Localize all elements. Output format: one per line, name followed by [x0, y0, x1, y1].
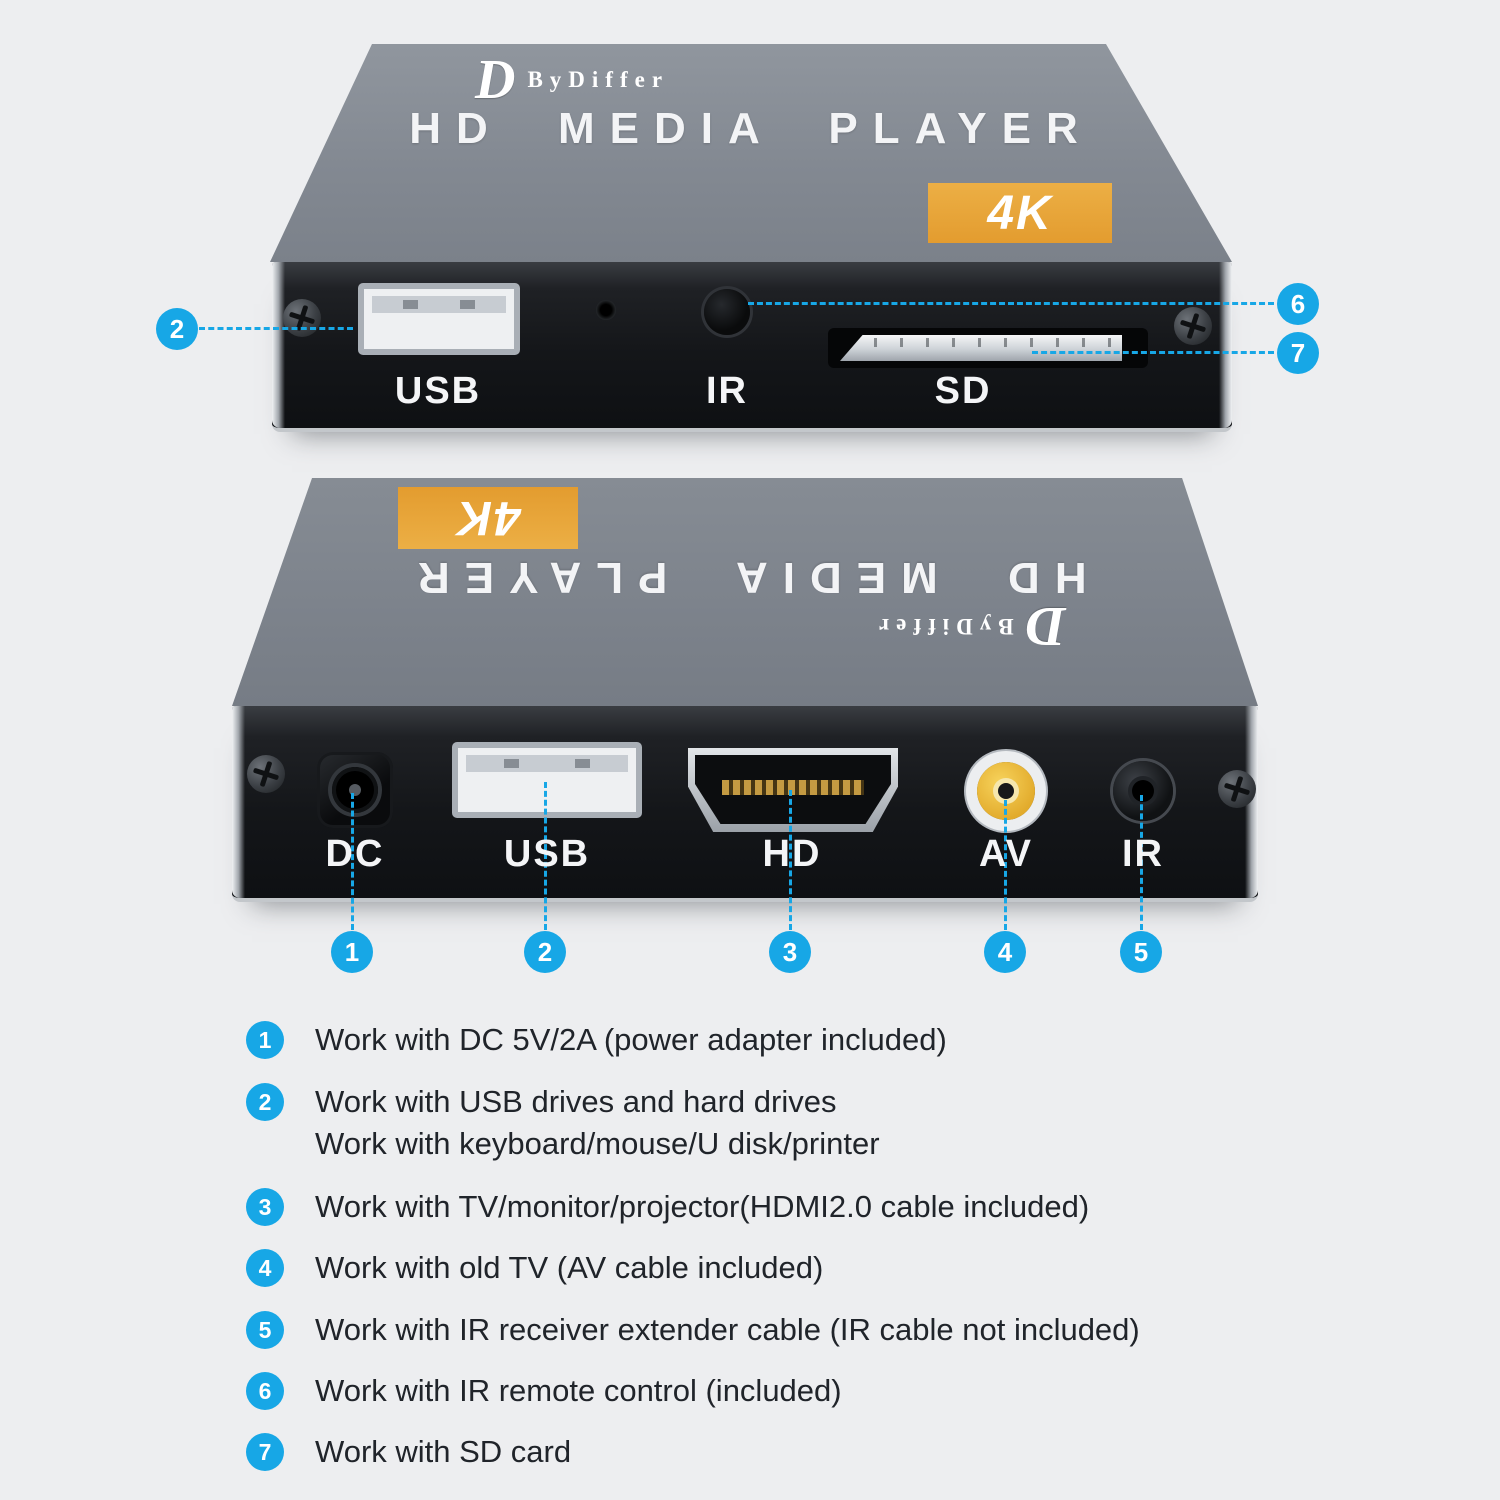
feature-text: Work with old TV (AV cable included)	[315, 1250, 824, 1285]
callout-line-sd-front	[1032, 351, 1274, 354]
av-port-hole	[998, 783, 1014, 799]
feature-text: Work with SD card	[315, 1434, 572, 1469]
device-front-face	[272, 262, 1232, 432]
feature-row: 4 Work with old TV (AV cable included)	[246, 1247, 823, 1289]
reset-pinhole	[596, 300, 616, 320]
brand-logo-icon: D	[1025, 595, 1067, 657]
sd-card	[840, 335, 1122, 361]
callout-line-usb	[544, 782, 547, 930]
brand-logo-icon: D	[475, 49, 516, 111]
callout-line-usb-front	[199, 327, 353, 330]
feature-text: Work with USB drives and hard drives	[315, 1084, 837, 1119]
device-edge-left	[232, 706, 245, 898]
device-rear-top-face: 4K HD MEDIA PLAYER D ByDiffer	[232, 478, 1258, 706]
callout-badge-1: 1	[331, 931, 373, 973]
feature-text: Work with DC 5V/2A (power adapter includ…	[315, 1022, 947, 1057]
hdmi-port-pins	[722, 780, 864, 795]
feature-text: Work with TV/monitor/projector(HDMI2.0 c…	[315, 1189, 1090, 1224]
screw-icon	[247, 755, 285, 793]
av-port	[977, 762, 1035, 820]
usb-pin	[504, 759, 520, 768]
port-label-ir: IR	[706, 370, 748, 412]
usb-pin	[574, 759, 590, 768]
device-edge-left	[272, 262, 285, 428]
feature-number-badge: 1	[246, 1021, 284, 1059]
callout-line-dc	[351, 793, 354, 930]
device-rear-face	[232, 706, 1258, 902]
port-label-usb: USB	[394, 370, 482, 412]
brand-logo: D ByDiffer	[475, 52, 669, 108]
feature-row: 7 Work with SD card	[246, 1431, 571, 1473]
usb-port	[452, 742, 642, 818]
feature-text: Work with IR receiver extender cable (IR…	[315, 1312, 1140, 1347]
screw-icon	[1218, 770, 1256, 808]
callout-line-ir	[1140, 795, 1143, 930]
callout-badge-3: 3	[769, 931, 811, 973]
device-title-text: HD MEDIA PLAYER	[403, 553, 1087, 602]
badge-4k-flipped: 4K	[398, 487, 578, 549]
screw-icon	[283, 299, 321, 337]
port-label-sd: SD	[934, 370, 992, 412]
screw-icon	[1174, 307, 1212, 345]
port-label-usb: USB	[503, 833, 591, 875]
port-label-av: AV	[979, 833, 1033, 875]
ir-receiver-port	[704, 289, 750, 335]
feature-text-line2: Work with keyboard/mouse/U disk/printer	[315, 1126, 880, 1161]
callout-line-ir-front	[748, 302, 1274, 305]
feature-row: 2 Work with USB drives and hard drives W…	[246, 1081, 880, 1165]
usb-port-shell	[372, 296, 506, 313]
usb-port	[358, 283, 520, 355]
brand-name: ByDiffer	[872, 614, 1014, 639]
feature-number-badge: 7	[246, 1433, 284, 1471]
feature-number-badge: 5	[246, 1311, 284, 1349]
dc-power-port	[317, 752, 393, 828]
ir-port-hole	[1132, 780, 1154, 802]
hdmi-port	[688, 748, 898, 832]
device-front-top-face: D ByDiffer HD MEDIA PLAYER 4K	[270, 44, 1232, 262]
feature-number-badge: 6	[246, 1372, 284, 1410]
callout-badge-4: 4	[984, 931, 1026, 973]
callout-line-hd	[789, 790, 792, 930]
device-edge-right	[1245, 706, 1258, 898]
port-label-ir: IR	[1122, 833, 1164, 875]
device-title-text: HD MEDIA PLAYER	[409, 104, 1093, 153]
feature-row: 6 Work with IR remote control (included)	[246, 1370, 842, 1412]
device-title: HD MEDIA PLAYER	[270, 104, 1232, 154]
badge-4k: 4K	[928, 183, 1112, 243]
feature-text: Work with IR remote control (included)	[315, 1373, 842, 1408]
device-title-flipped: HD MEDIA PLAYER	[232, 552, 1258, 602]
feature-row: 5 Work with IR receiver extender cable (…	[246, 1309, 1140, 1351]
feature-row: 1 Work with DC 5V/2A (power adapter incl…	[246, 1019, 947, 1061]
usb-pin	[403, 300, 418, 309]
callout-badge-7: 7	[1277, 332, 1319, 374]
port-label-hd: HD	[762, 833, 822, 875]
device-edge-right	[1219, 262, 1232, 428]
usb-pin	[460, 300, 475, 309]
brand-logo-flipped: D ByDiffer	[872, 595, 1067, 657]
feature-number-badge: 2	[246, 1083, 284, 1121]
callout-line-av	[1004, 800, 1007, 930]
callout-badge-6: 6	[1277, 283, 1319, 325]
port-label-dc: DC	[325, 833, 385, 875]
brand-name: ByDiffer	[527, 67, 670, 92]
feature-number-badge: 3	[246, 1188, 284, 1226]
feature-row: 3 Work with TV/monitor/projector(HDMI2.0…	[246, 1186, 1089, 1228]
callout-badge-2: 2	[524, 931, 566, 973]
usb-port-shell	[466, 755, 628, 772]
callout-badge-5: 5	[1120, 931, 1162, 973]
sd-card-slot	[828, 328, 1148, 368]
feature-number-badge: 4	[246, 1249, 284, 1287]
callout-badge-2: 2	[156, 308, 198, 350]
ir-extender-port	[1113, 761, 1173, 821]
